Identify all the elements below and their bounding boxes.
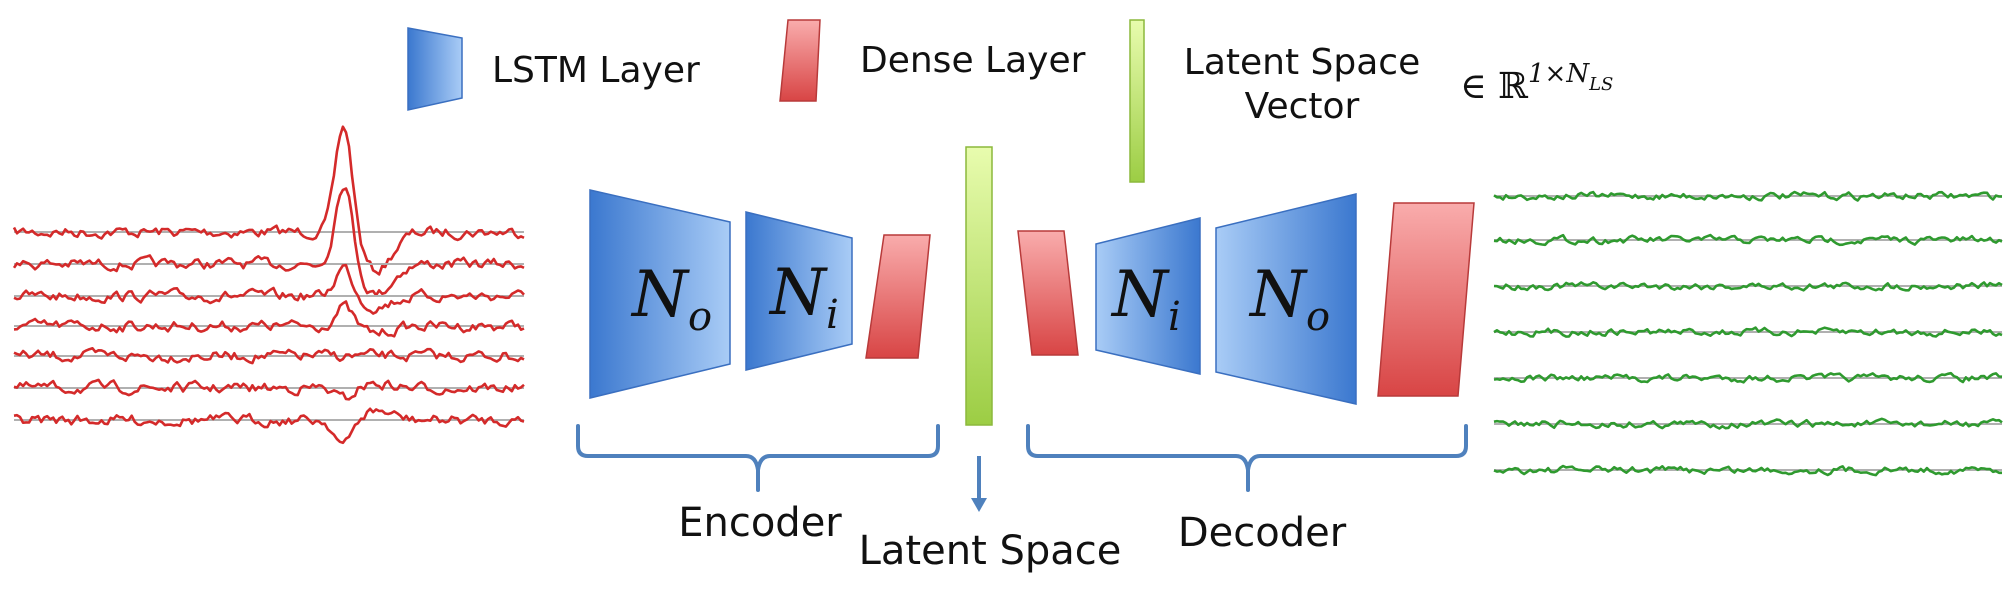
latent-dim-sup: 1×N (1528, 59, 1590, 89)
decoder-lstm-outer (1215, 193, 1357, 405)
signal-trace (1493, 417, 2003, 430)
signal-trace (1493, 464, 2002, 477)
decoder-dense (1017, 230, 1079, 356)
signal-trace (13, 263, 525, 315)
decoder-label: Decoder (1178, 510, 1347, 556)
decoder-dense (1377, 202, 1475, 397)
latent-vector (965, 146, 993, 426)
signal-trace (13, 300, 525, 338)
signal-trace (1493, 281, 2003, 292)
encoder-label: Encoder (678, 500, 842, 546)
signal-trace (1493, 233, 2003, 247)
decoder-lstm-inner (1095, 217, 1201, 375)
decoder-lstm-inner-label: Ni (1110, 258, 1181, 340)
legend-lstm-swatch (407, 27, 463, 111)
decoder-lstm-outer-label: No (1248, 258, 1330, 340)
legend-latent-swatch (1129, 19, 1145, 183)
latent-dimension-formula: ∈ ℝ1×NLS (1460, 59, 1613, 107)
input-signals (12, 125, 525, 445)
signal-trace (13, 347, 525, 365)
encoder-lstm-outer-label: No (630, 258, 712, 340)
signal-trace (1493, 326, 2003, 338)
encoder-dense (865, 234, 931, 359)
encoder-bracket (576, 424, 940, 492)
encoder-lstm-inner (745, 211, 853, 371)
encoder-lstm-outer (589, 189, 731, 399)
legend-dense-swatch (779, 19, 821, 102)
signal-trace (13, 407, 525, 445)
output-signals (1493, 190, 2003, 477)
encoder-lstm-inner-label: Ni (768, 256, 839, 338)
legend-dense-label: Dense Layer (860, 40, 1086, 81)
latent-dim-sub: LS (1588, 74, 1613, 95)
legend-latent-label-line2: Vector (1245, 86, 1360, 127)
signal-trace (12, 125, 525, 276)
signal-trace (1493, 190, 2003, 202)
latent-space-arrowhead (971, 498, 987, 512)
signal-trace (13, 378, 525, 401)
legend-latent-label-line1: Latent Space (1184, 42, 1420, 83)
latent-dim-prefix: ∈ ℝ (1460, 66, 1529, 107)
decoder-bracket (1026, 424, 1468, 492)
latent-space-label: Latent Space (859, 528, 1122, 574)
signal-trace (1493, 371, 2003, 384)
legend-lstm-label: LSTM Layer (492, 50, 700, 91)
signal-trace (12, 187, 525, 297)
